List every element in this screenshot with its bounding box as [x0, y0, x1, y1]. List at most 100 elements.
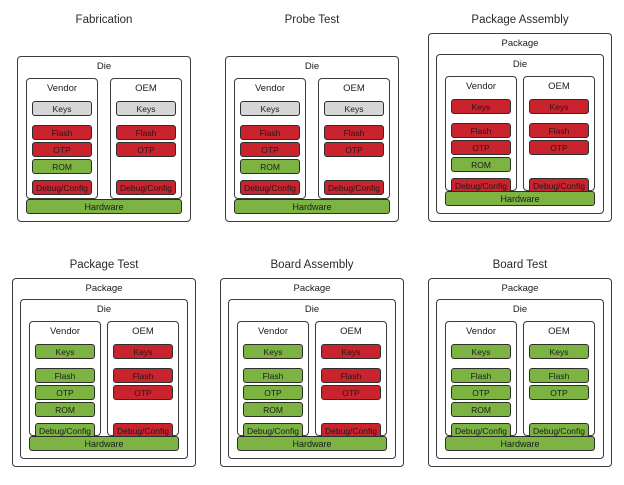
chip-keys: Keys [243, 344, 303, 359]
chip-debug-config: Debug/Config [240, 180, 300, 195]
chip-flash: Flash [529, 123, 589, 138]
package-label: Package [501, 38, 539, 49]
empty-slot [113, 402, 173, 417]
diagram-title: Package Test [69, 259, 139, 271]
column-label: Vendor [465, 81, 497, 92]
chip-otp: OTP [35, 385, 95, 400]
die-label: Die [96, 61, 112, 72]
chip-flash: Flash [113, 368, 173, 383]
package-label: Package [293, 283, 331, 294]
chip-rom: ROM [240, 159, 300, 174]
column-label: OEM [548, 81, 570, 92]
chip-keys: Keys [35, 344, 95, 359]
empty-slot [324, 159, 384, 174]
chip-flash: Flash [35, 368, 95, 383]
hardware-bar: Hardware [26, 199, 182, 214]
diagram-title: Probe Test [284, 14, 340, 26]
diagram-title: Package Assembly [471, 14, 569, 26]
hardware-bar: Hardware [445, 436, 595, 451]
die-label: Die [512, 304, 528, 315]
chip-otp: OTP [529, 385, 589, 400]
chip-rom: ROM [451, 157, 511, 172]
chip-rom: ROM [35, 402, 95, 417]
column-label: Vendor [49, 326, 81, 337]
column-label: Vendor [257, 326, 289, 337]
chip-keys: Keys [529, 99, 589, 114]
column-label: OEM [135, 83, 157, 94]
chip-otp: OTP [451, 140, 511, 155]
chip-rom: ROM [451, 402, 511, 417]
die-label: Die [304, 304, 320, 315]
chip-flash: Flash [451, 368, 511, 383]
diagram-title: Board Test [492, 259, 548, 271]
chip-otp: OTP [116, 142, 176, 157]
chip-otp: OTP [451, 385, 511, 400]
empty-slot [529, 402, 589, 417]
chip-debug-config: Debug/Config [116, 180, 176, 195]
chip-keys: Keys [321, 344, 381, 359]
chip-flash: Flash [243, 368, 303, 383]
chip-rom: ROM [243, 402, 303, 417]
hardware-bar: Hardware [445, 191, 595, 206]
chip-keys: Keys [451, 99, 511, 114]
chip-otp: OTP [321, 385, 381, 400]
chip-flash: Flash [529, 368, 589, 383]
hardware-bar: Hardware [237, 436, 387, 451]
chip-keys: Keys [240, 101, 300, 116]
package-label: Package [501, 283, 539, 294]
chip-flash: Flash [321, 368, 381, 383]
chip-keys: Keys [113, 344, 173, 359]
chip-keys: Keys [324, 101, 384, 116]
column-label: OEM [548, 326, 570, 337]
hardware-bar: Hardware [234, 199, 390, 214]
die-label: Die [96, 304, 112, 315]
chip-flash: Flash [116, 125, 176, 140]
hardware-bar: Hardware [29, 436, 179, 451]
column-label: Vendor [46, 83, 78, 94]
column-label: OEM [132, 326, 154, 337]
chip-otp: OTP [32, 142, 92, 157]
empty-slot [321, 402, 381, 417]
chip-otp: OTP [113, 385, 173, 400]
empty-slot [116, 159, 176, 174]
die-label: Die [304, 61, 320, 72]
chip-keys: Keys [451, 344, 511, 359]
column-label: OEM [343, 83, 365, 94]
column-label: Vendor [465, 326, 497, 337]
chip-flash: Flash [324, 125, 384, 140]
die-label: Die [512, 59, 528, 70]
column-label: OEM [340, 326, 362, 337]
chip-otp: OTP [243, 385, 303, 400]
